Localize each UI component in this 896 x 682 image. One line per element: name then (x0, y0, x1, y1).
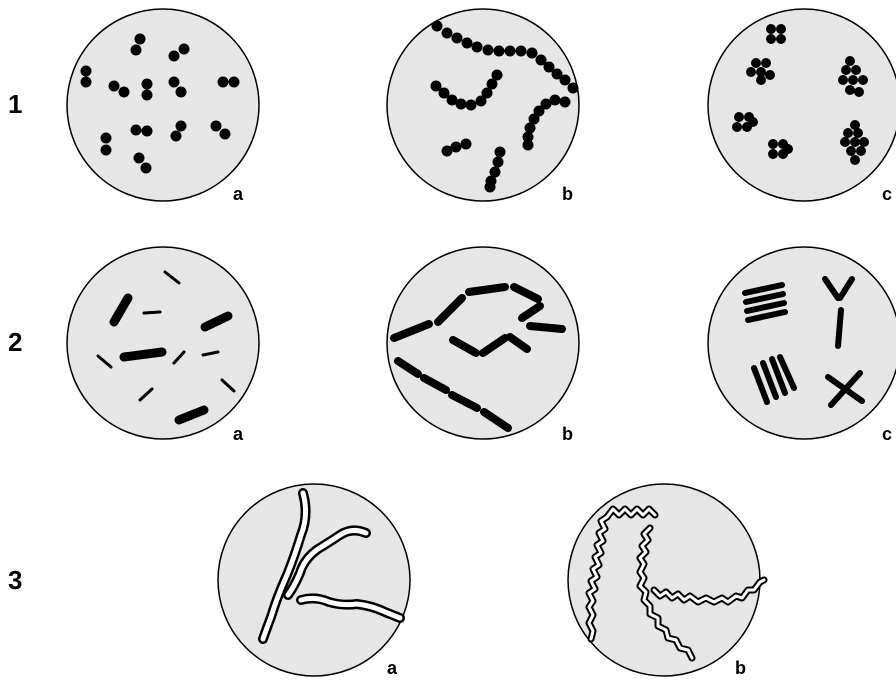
dish-1a (67, 9, 259, 201)
panel-label-2b: b (562, 424, 573, 444)
dish-2c (708, 247, 896, 439)
panel-label-2c: c (882, 424, 892, 444)
row-label-1: 1 (8, 89, 22, 119)
panel-label-1a: a (233, 184, 244, 204)
dish-2a (67, 247, 259, 439)
panel-2b-streptobacilli: b (387, 247, 579, 444)
dish-3a (218, 484, 410, 676)
panel-label-3a: a (387, 658, 398, 677)
panel-label-1c: c (882, 184, 892, 204)
panel-3a-spirilla: a (218, 484, 410, 677)
panel-2c-palisades: c (708, 247, 896, 444)
panel-3b-spirochetes: b (568, 484, 764, 677)
dish-1c (708, 9, 896, 201)
panel-label-2a: a (233, 424, 244, 444)
panel-label-1b: b (562, 184, 573, 204)
panel-label-3b: b (735, 658, 746, 677)
row-label-2: 2 (8, 327, 22, 357)
row-label-3: 3 (8, 565, 22, 595)
panel-2a-bacilli: a (67, 247, 259, 444)
panel-1a-diplococci: a (67, 9, 259, 204)
panel-1b-streptococci: b (387, 9, 579, 204)
panel-1c-staphylococci: c (708, 9, 896, 204)
